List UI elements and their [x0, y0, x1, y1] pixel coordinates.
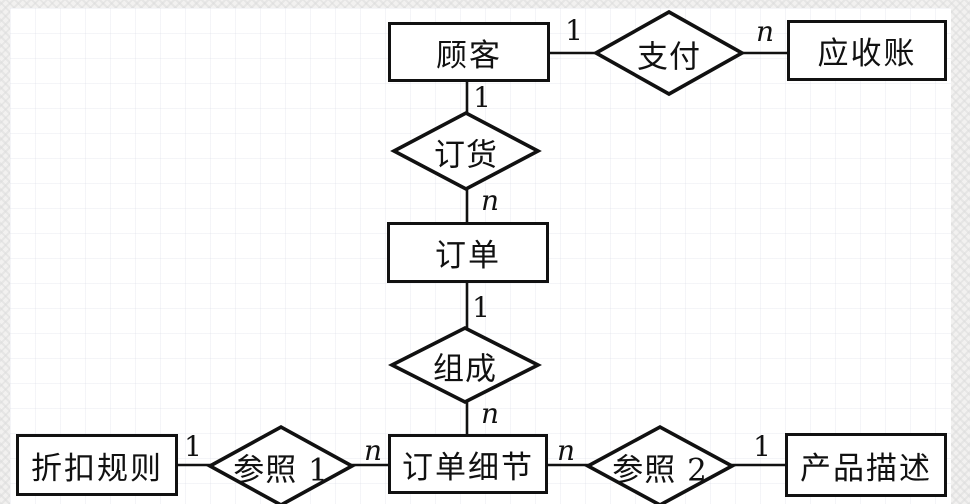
entity-order: 订单	[387, 222, 549, 283]
cardinality-order-rel-order: n	[480, 184, 500, 217]
relationship-label-reference1: 参照 1	[233, 452, 329, 489]
diamond-reference1	[206, 424, 356, 504]
cardinality-customer-order-rel: 1	[473, 81, 491, 114]
diamond-compose	[388, 325, 542, 405]
entity-product-desc: 产品描述	[785, 433, 947, 497]
entity-receivables: 应收账	[787, 20, 947, 81]
cardinality-ref2-product: 1	[753, 430, 771, 463]
connector-lines	[176, 51, 789, 467]
diamond-order-rel	[390, 110, 542, 192]
relationship-label-reference2: 参照 2	[612, 452, 708, 489]
cardinality-pay-receivables: n	[755, 15, 775, 48]
entity-customer: 顾客	[388, 22, 550, 82]
cardinality-ref1-order-detail: n	[363, 434, 383, 467]
entity-discount-rules: 折扣规则	[16, 434, 178, 496]
cardinality-order-detail-ref2: n	[556, 434, 576, 467]
diamond-reference2	[584, 424, 736, 504]
relationship-label-order-rel: 订货	[434, 137, 498, 174]
diamond-pay	[592, 9, 746, 97]
relationship-label-compose: 组成	[433, 351, 497, 388]
cardinality-customer-pay: 1	[565, 14, 583, 47]
cardinality-discount-ref1: 1	[184, 430, 202, 463]
cardinality-order-compose: 1	[472, 291, 490, 324]
cardinality-compose-order-detail: n	[480, 397, 500, 430]
entity-order-detail: 订单细节	[388, 434, 548, 494]
relationship-label-pay: 支付	[637, 39, 701, 76]
relationship-diamonds	[206, 9, 746, 504]
